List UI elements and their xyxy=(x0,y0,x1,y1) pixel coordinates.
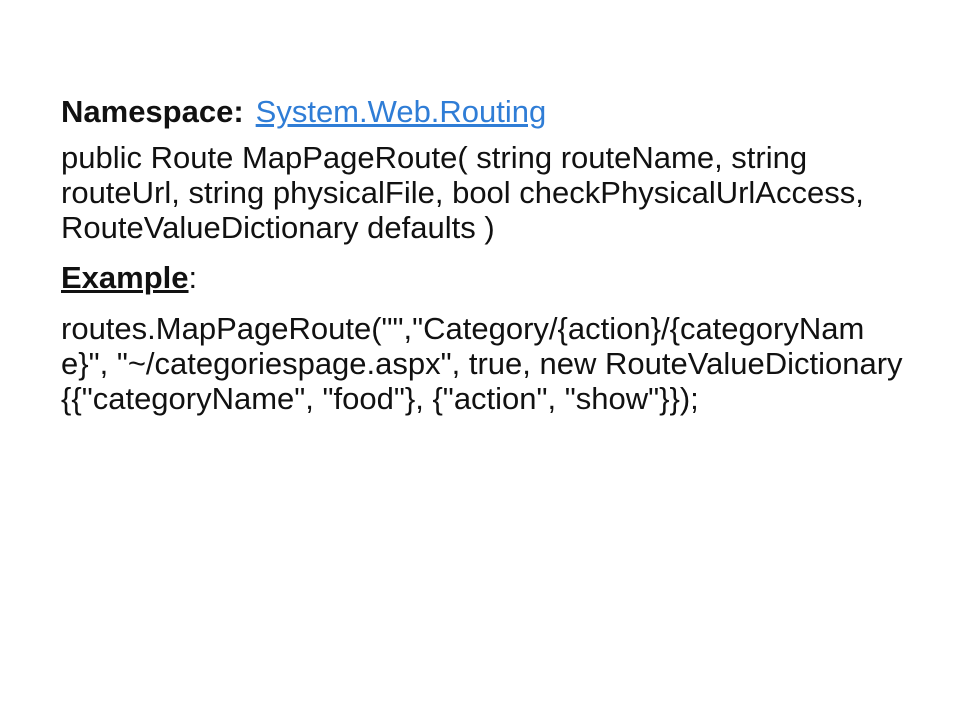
example-colon: : xyxy=(188,260,198,295)
example-label: Example xyxy=(61,260,189,295)
slide-body: Namespace: System.Web.Routing public Rout… xyxy=(61,94,911,416)
namespace-label: Namespace: xyxy=(61,94,244,129)
namespace-link[interactable]: System.Web.Routing xyxy=(255,94,547,129)
method-signature: public Route MapPageRoute( string routeN… xyxy=(61,140,864,245)
example-heading: Example: xyxy=(61,260,911,295)
namespace-line: Namespace: System.Web.Routing xyxy=(61,94,911,129)
example-code: routes.MapPageRoute("","Category/{action… xyxy=(61,311,903,416)
